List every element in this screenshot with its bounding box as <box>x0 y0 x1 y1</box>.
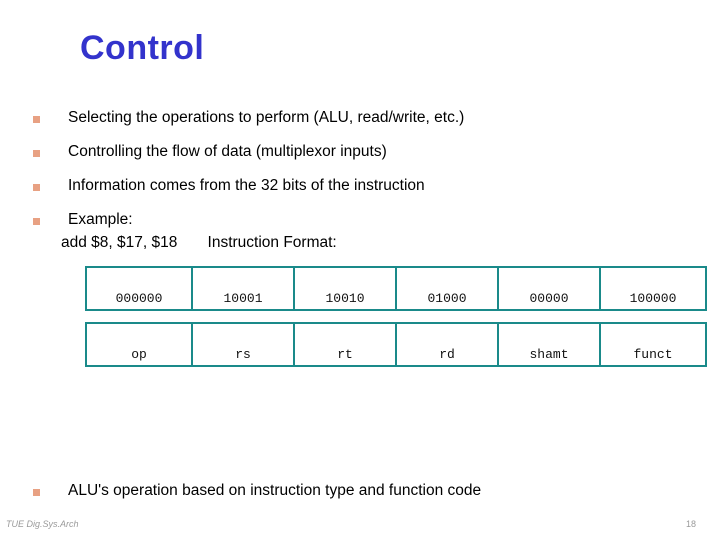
cell-label-op: op <box>85 322 193 367</box>
bullet-square-icon <box>33 218 40 225</box>
instruction-format-labels-table: op rs rt rd shamt funct <box>85 322 707 367</box>
instruction-format-values-table: 000000 10001 10010 01000 00000 100000 <box>85 266 707 311</box>
table-row: op rs rt rd shamt funct <box>85 322 707 367</box>
cell-value-shamt: 00000 <box>497 266 601 311</box>
table-row: 000000 10001 10010 01000 00000 100000 <box>85 266 707 311</box>
bullet-item-1: Selecting the operations to perform (ALU… <box>33 107 693 129</box>
example-instruction-line: add $8, $17, $18 Instruction Format: <box>61 232 337 254</box>
cell-value-rs: 10001 <box>191 266 295 311</box>
cell-label-rt: rt <box>293 322 397 367</box>
cell-value-op: 000000 <box>85 266 193 311</box>
cell-label-shamt: shamt <box>497 322 601 367</box>
cell-value-funct: 100000 <box>599 266 707 311</box>
page-title: Control <box>80 29 205 67</box>
bullet-square-icon <box>33 184 40 191</box>
bullet-item-3: Information comes from the 32 bits of th… <box>33 175 693 197</box>
cell-label-rs: rs <box>191 322 295 367</box>
cell-label-funct: funct <box>599 322 707 367</box>
cell-value-rd: 01000 <box>395 266 499 311</box>
bullet-item-2-label: Controlling the flow of data (multiplexo… <box>68 143 387 160</box>
bullet-item-5-label: ALU's operation based on instruction typ… <box>68 482 482 499</box>
example-instruction: add $8, $17, $18 <box>61 234 178 251</box>
slide-page-number: 18 <box>686 519 697 529</box>
bullet-item-5: ALU's operation based on instruction typ… <box>33 480 693 502</box>
bullet-square-icon <box>33 150 40 157</box>
cell-value-rt: 10010 <box>293 266 397 311</box>
bullet-item-4-label: Example: <box>68 211 133 228</box>
bullet-square-icon <box>33 116 40 123</box>
footer-course-label: TUE Dig.Sys.Arch <box>6 519 79 529</box>
bullet-item-2: Controlling the flow of data (multiplexo… <box>33 141 693 163</box>
cell-label-rd: rd <box>395 322 499 367</box>
instruction-format-label: Instruction Format: <box>207 234 337 251</box>
bullet-square-icon <box>33 489 40 496</box>
bullet-item-3-label: Information comes from the 32 bits of th… <box>68 177 425 194</box>
spacer <box>177 232 207 254</box>
bullet-item-1-label: Selecting the operations to perform (ALU… <box>68 109 465 126</box>
bullet-item-4: Example: <box>33 209 693 231</box>
